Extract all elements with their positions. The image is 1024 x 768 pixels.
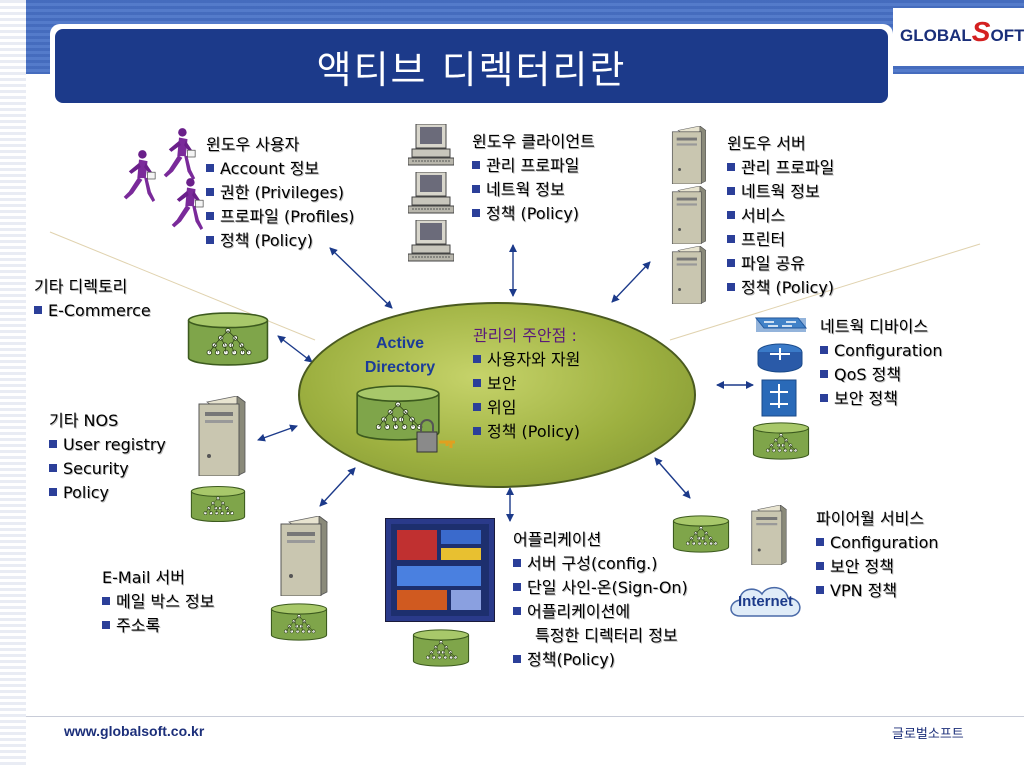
email-server-block: E-Mail 서버 메일 박스 정보 주소록 xyxy=(102,568,215,635)
server-tower-icon xyxy=(671,246,707,304)
other-directory-block: 기타 디렉토리 E-Commerce xyxy=(34,277,151,320)
nos-database-icon xyxy=(190,485,246,523)
applications-block: 어플리케이션 서버 구성(config.) 단일 사인-온(Sign-On) 어… xyxy=(513,530,688,669)
page-title: 액티브 디렉터리란 xyxy=(316,47,627,92)
client-pc-icon xyxy=(408,172,454,214)
nos-server-icon xyxy=(198,396,246,476)
other-nos-block: 기타 NOS User registry Security Policy xyxy=(49,411,166,502)
footer-url[interactable]: www.globalsoft.co.kr xyxy=(64,723,205,739)
network-switch-router-icon xyxy=(754,317,808,417)
globalsoft-logo: GLOBALSOFT xyxy=(900,16,1024,47)
windows-users-block: 윈도우 사용자 Account 정보 권한 (Privileges) 프로파일 … xyxy=(206,135,355,250)
footer-divider xyxy=(26,716,1024,717)
client-pc-icon xyxy=(408,220,454,262)
active-directory-database-icon xyxy=(356,385,455,453)
user-runners-icon xyxy=(123,127,204,231)
title-bar: 액티브 디렉터리란 xyxy=(55,29,888,103)
active-directory-title: Active Directory xyxy=(364,335,436,376)
footer-company: 글로벌소프트 xyxy=(892,727,964,742)
windows-server-block: 윈도우 서버 관리 프로파일 네트웍 정보 서비스 프린터 파일 공유 정책 (… xyxy=(727,134,835,297)
network-devices-block: 네트웍 디바이스 Configuration QoS 정책 보안 정책 xyxy=(820,317,943,408)
internet-cloud-icon xyxy=(730,586,801,617)
mail-server-icon xyxy=(280,516,328,596)
application-database-icon xyxy=(412,629,470,667)
logo-background xyxy=(893,8,1024,66)
firewall-block: 파이어월 서비스 Configuration 보안 정책 VPN 정책 xyxy=(816,509,939,600)
center-text-block: 관리의 주안점 : 사용자와 자원 보안 위임 정책 (Policy) xyxy=(473,326,581,441)
server-tower-icon xyxy=(671,186,707,244)
internet-label: Internet xyxy=(738,593,794,610)
client-pc-icon xyxy=(408,124,454,166)
windows-client-block: 윈도우 클라이언트 관리 프로파일 네트웍 정보 정책 (Policy) xyxy=(472,132,595,223)
server-tower-icon xyxy=(671,126,707,184)
application-screen-icon xyxy=(385,518,495,622)
mail-database-icon xyxy=(270,603,328,641)
directory-database-icon xyxy=(187,312,269,366)
firewall-server-icon xyxy=(751,505,787,565)
network-database-icon xyxy=(752,422,810,460)
left-stripe-border xyxy=(0,0,26,768)
